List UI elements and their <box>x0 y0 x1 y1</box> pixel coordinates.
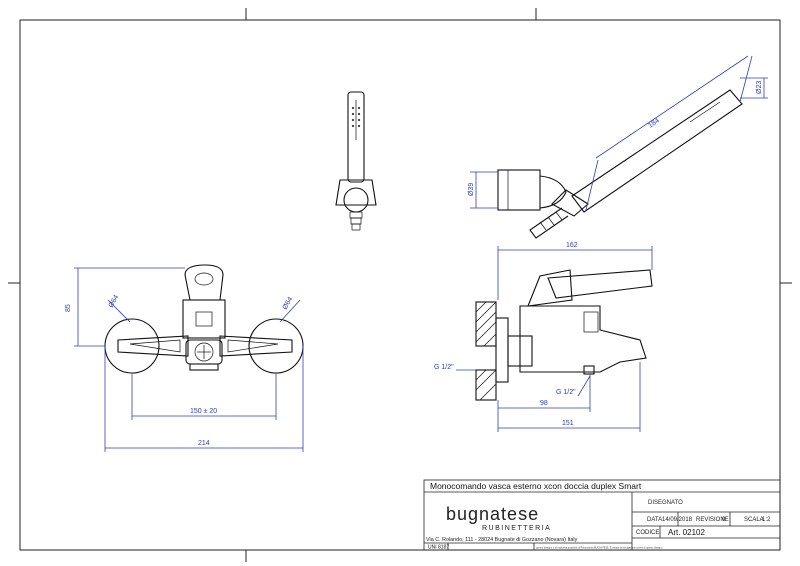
ownership-note: questo disegno è di esclusiva proprietà … <box>536 547 663 550</box>
dim-side-98: 98 <box>540 400 548 407</box>
dim-hs-length: 184 <box>647 117 661 129</box>
article-code: Art. 02102 <box>668 528 705 537</box>
title-block: Monocomando vasca esterno xcon doccia du… <box>423 479 781 551</box>
dim-thread-top: G 1/2" <box>434 364 454 371</box>
label-uni: UNI 8187 <box>428 545 449 551</box>
dim-hs-small-diameter: Ø23 <box>756 81 763 94</box>
dim-side-151: 151 <box>562 420 574 427</box>
dim-thread-bottom: G 1/2" <box>556 389 576 396</box>
label-codice: CODICE <box>636 530 659 536</box>
value-revisione: 0 <box>722 517 726 523</box>
dim-left-diameter: Ø64 <box>108 294 121 309</box>
brand-logo-text: bugnatese <box>446 504 539 524</box>
hand-shower-side-view: Ø39 184 Ø23 <box>468 55 768 239</box>
dim-front-height: 85 <box>65 304 72 312</box>
label-revisione: REVISIONE <box>696 517 729 523</box>
drawing-border <box>19 19 781 551</box>
side-view: 162 98 151 G 1/2" G 1/2" <box>434 242 653 432</box>
dim-side-top-width: 162 <box>566 242 578 249</box>
hand-shower-front-view <box>335 91 377 231</box>
dim-overall-width: 214 <box>198 440 210 447</box>
label-disegnato: DISEGNATO <box>648 500 683 506</box>
value-data: 14/09/2018 <box>662 517 693 523</box>
value-scala: 1:2 <box>762 517 771 523</box>
company-address: Via C. Rolando, 111 - 28024 Bugnate di G… <box>426 537 578 543</box>
dim-inner-width: 150 ± 20 <box>190 408 217 415</box>
front-view: 85 Ø64 Ø64 150 ± 20 214 <box>65 264 304 452</box>
dim-hs-large-diameter: Ø39 <box>468 183 475 196</box>
brand-subtitle: RUBINETTERIA <box>482 525 551 532</box>
label-data: DATA <box>647 517 662 523</box>
product-title: Monocomando vasca esterno xcon doccia du… <box>430 481 642 491</box>
label-scala: SCALA <box>744 517 764 523</box>
